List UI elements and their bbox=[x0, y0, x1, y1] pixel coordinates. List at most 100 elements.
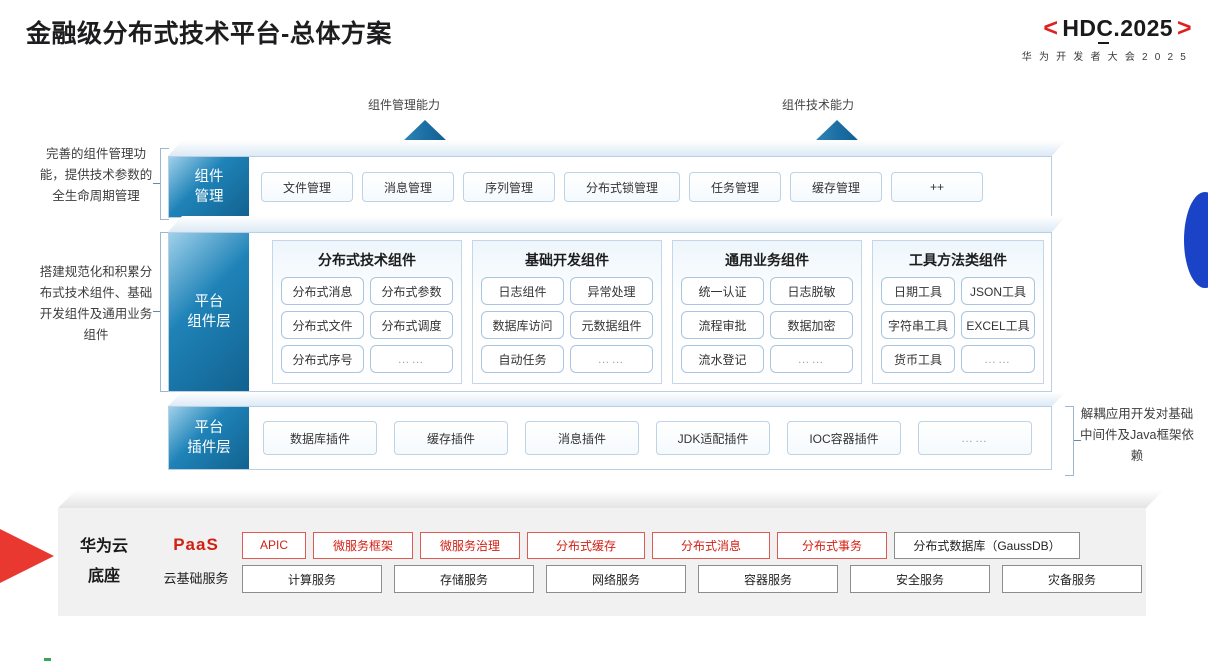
platform-component-layer-label-line1: 平台 bbox=[194, 294, 224, 310]
bracket-tick-left-2 bbox=[153, 311, 160, 312]
chip-log-desensitization[interactable]: 日志脱敏 bbox=[770, 277, 853, 305]
huawei-cloud-base-sublabels: PaaS 云基础服务 bbox=[150, 528, 242, 596]
huawei-cloud-base-label-line1: 华为云 bbox=[79, 538, 128, 555]
group-title-tool-method: 工具方法类组件 bbox=[909, 252, 1007, 268]
huawei-cloud-base-top-bevel bbox=[58, 490, 1164, 508]
paas-chip-microservice-framework[interactable]: 微服务框架 bbox=[313, 531, 413, 559]
paas-chip-distributed-cache[interactable]: 分布式缓存 bbox=[527, 531, 645, 559]
chip-currency-tool[interactable]: 货币工具 bbox=[881, 345, 955, 373]
chip-cache-management[interactable]: 缓存管理 bbox=[790, 172, 882, 202]
chip-ioc-container-plugin[interactable]: IOC容器插件 bbox=[787, 421, 901, 455]
platform-component-layer-label-line2: 组件层 bbox=[187, 314, 231, 330]
group-grid-tool-method: 日期工具 JSON工具 字符串工具 EXCEL工具 货币工具 …… bbox=[873, 277, 1043, 381]
chip-distributed-file[interactable]: 分布式文件 bbox=[281, 311, 364, 339]
paas-chip-distributed-message[interactable]: 分布式消息 bbox=[652, 531, 770, 559]
chip-database-access[interactable]: 数据库访问 bbox=[481, 311, 564, 339]
hdc-underline-mark bbox=[1098, 42, 1110, 44]
cloud-chip-storage-service[interactable]: 存储服务 bbox=[394, 565, 534, 593]
paas-service-row: APIC 微服务框架 微服务治理 分布式缓存 分布式消息 分布式事务 分布式数据… bbox=[242, 528, 1142, 562]
huawei-cloud-base-rows: APIC 微服务框架 微服务治理 分布式缓存 分布式消息 分布式事务 分布式数据… bbox=[242, 528, 1162, 596]
component-management-label-line1: 组件 bbox=[194, 169, 224, 185]
arrow-label-component-technology: 组件技术能力 bbox=[782, 98, 855, 112]
group-title-basic-dev: 基础开发组件 bbox=[525, 252, 609, 268]
cloud-chip-security-service[interactable]: 安全服务 bbox=[850, 565, 990, 593]
bracket-left-2 bbox=[160, 232, 169, 392]
platform-plugin-layer-label: 平台 插件层 bbox=[169, 407, 249, 469]
chip-data-encryption[interactable]: 数据加密 bbox=[770, 311, 853, 339]
chip-distributed-more[interactable]: …… bbox=[370, 345, 453, 373]
chip-distributed-sequence[interactable]: 分布式序号 bbox=[281, 345, 364, 373]
chip-string-tool[interactable]: 字符串工具 bbox=[881, 311, 955, 339]
chip-excel-tool[interactable]: EXCEL工具 bbox=[961, 311, 1035, 339]
cloud-chip-compute-service[interactable]: 计算服务 bbox=[242, 565, 382, 593]
platform-component-layer-top-bevel bbox=[168, 216, 1066, 232]
page-title: 金融级分布式技术平台-总体方案 bbox=[26, 20, 392, 48]
chip-task-management[interactable]: 任务管理 bbox=[689, 172, 781, 202]
chip-metadata-component[interactable]: 元数据组件 bbox=[570, 311, 653, 339]
hdc-logo: < HDC.2025 > 华 为 开 发 者 大 会 2 0 2 5 bbox=[962, 14, 1192, 63]
platform-plugin-layer-top-bevel bbox=[168, 392, 1066, 406]
paas-chip-microservice-governance[interactable]: 微服务治理 bbox=[420, 531, 520, 559]
component-management-label-line2: 管理 bbox=[194, 189, 224, 205]
component-management-top-bevel bbox=[168, 140, 1066, 156]
chip-distributed-scheduling[interactable]: 分布式调度 bbox=[370, 311, 453, 339]
chip-distributed-message[interactable]: 分布式消息 bbox=[281, 277, 364, 305]
side-note-left-1: 完善的组件管理功能，提供技术参数的全生命周期管理 bbox=[39, 147, 153, 203]
bracket-right-1 bbox=[1065, 406, 1074, 476]
cloud-chip-container-service[interactable]: 容器服务 bbox=[698, 565, 838, 593]
arrow-label-component-management: 组件管理能力 bbox=[368, 98, 441, 112]
chip-distributed-parameter[interactable]: 分布式参数 bbox=[370, 277, 453, 305]
chip-plugin-more[interactable]: …… bbox=[918, 421, 1032, 455]
chip-file-management[interactable]: 文件管理 bbox=[261, 172, 353, 202]
cloud-basic-service-label: 云基础服务 bbox=[163, 571, 229, 586]
chip-tool-method-more[interactable]: …… bbox=[961, 345, 1035, 373]
chip-sequence-management[interactable]: 序列管理 bbox=[463, 172, 555, 202]
bracket-tick-right-1 bbox=[1074, 440, 1081, 441]
hdc-logo-main: < HDC.2025 > bbox=[962, 14, 1192, 44]
chip-unified-auth[interactable]: 统一认证 bbox=[681, 277, 764, 305]
hdc-logo-text: HDC.2025 bbox=[1062, 15, 1173, 44]
group-grid-basic-dev: 日志组件 异常处理 数据库访问 元数据组件 自动任务 …… bbox=[473, 277, 661, 381]
group-tool-method-components: 工具方法类组件 日期工具 JSON工具 字符串工具 EXCEL工具 货币工具 …… bbox=[872, 240, 1044, 384]
paas-label: PaaS bbox=[173, 535, 219, 554]
hdc-logo-subtitle: 华 为 开 发 者 大 会 2 0 2 5 bbox=[1021, 52, 1188, 63]
chip-json-tool[interactable]: JSON工具 bbox=[961, 277, 1035, 305]
angle-bracket-left-icon: < bbox=[1043, 14, 1059, 42]
chip-log-component[interactable]: 日志组件 bbox=[481, 277, 564, 305]
platform-component-layer-label: 平台 组件层 bbox=[169, 233, 249, 391]
chip-more-plus[interactable]: ++ bbox=[891, 172, 983, 202]
cloud-chip-disaster-recovery-service[interactable]: 灾备服务 bbox=[1002, 565, 1142, 593]
group-distributed-tech-components: 分布式技术组件 分布式消息 分布式参数 分布式文件 分布式调度 分布式序号 …… bbox=[272, 240, 462, 384]
paas-chip-apic[interactable]: APIC bbox=[242, 531, 306, 559]
chip-jdk-adaptor-plugin[interactable]: JDK适配插件 bbox=[656, 421, 770, 455]
group-title-distributed-tech: 分布式技术组件 bbox=[318, 252, 416, 268]
chip-transaction-registration[interactable]: 流水登记 bbox=[681, 345, 764, 373]
group-grid-distributed-tech: 分布式消息 分布式参数 分布式文件 分布式调度 分布式序号 …… bbox=[273, 277, 461, 381]
platform-plugin-layer-label-line1: 平台 bbox=[194, 420, 224, 436]
paas-chip-distributed-transaction[interactable]: 分布式事务 bbox=[777, 531, 887, 559]
chip-exception-handling[interactable]: 异常处理 bbox=[570, 277, 653, 305]
bracket-tick-left-1 bbox=[153, 183, 160, 184]
chip-message-plugin[interactable]: 消息插件 bbox=[525, 421, 639, 455]
chip-process-approval[interactable]: 流程审批 bbox=[681, 311, 764, 339]
side-note-right-1: 解耦应用开发对基础中间件及Java框架依赖 bbox=[1080, 407, 1194, 463]
component-management-label: 组件 管理 bbox=[169, 157, 249, 217]
bracket-left-1 bbox=[160, 148, 169, 220]
platform-plugin-layer-chips: 数据库插件 缓存插件 消息插件 JDK适配插件 IOC容器插件 …… bbox=[249, 407, 1051, 469]
hdc-logo-label: HDC.2025 bbox=[1062, 15, 1173, 41]
huawei-cloud-base-panel: 华为云 底座 PaaS 云基础服务 APIC 微服务框架 微服务治理 分布式缓存… bbox=[58, 508, 1146, 616]
paas-chip-distributed-database-gaussdb[interactable]: 分布式数据库（GaussDB） bbox=[894, 531, 1080, 559]
chip-cache-plugin[interactable]: 缓存插件 bbox=[394, 421, 508, 455]
chip-date-tool[interactable]: 日期工具 bbox=[881, 277, 955, 305]
chip-distributed-lock-management[interactable]: 分布式锁管理 bbox=[564, 172, 680, 202]
chip-auto-task[interactable]: 自动任务 bbox=[481, 345, 564, 373]
chip-message-management[interactable]: 消息管理 bbox=[362, 172, 454, 202]
chip-basic-dev-more[interactable]: …… bbox=[570, 345, 653, 373]
cloud-chip-network-service[interactable]: 网络服务 bbox=[546, 565, 686, 593]
chip-general-business-more[interactable]: …… bbox=[770, 345, 853, 373]
red-wedge-decoration-icon bbox=[0, 508, 54, 604]
chip-database-plugin[interactable]: 数据库插件 bbox=[263, 421, 377, 455]
huawei-cloud-base-label-line2: 底座 bbox=[87, 568, 120, 585]
platform-plugin-layer-label-line2: 插件层 bbox=[187, 440, 231, 456]
